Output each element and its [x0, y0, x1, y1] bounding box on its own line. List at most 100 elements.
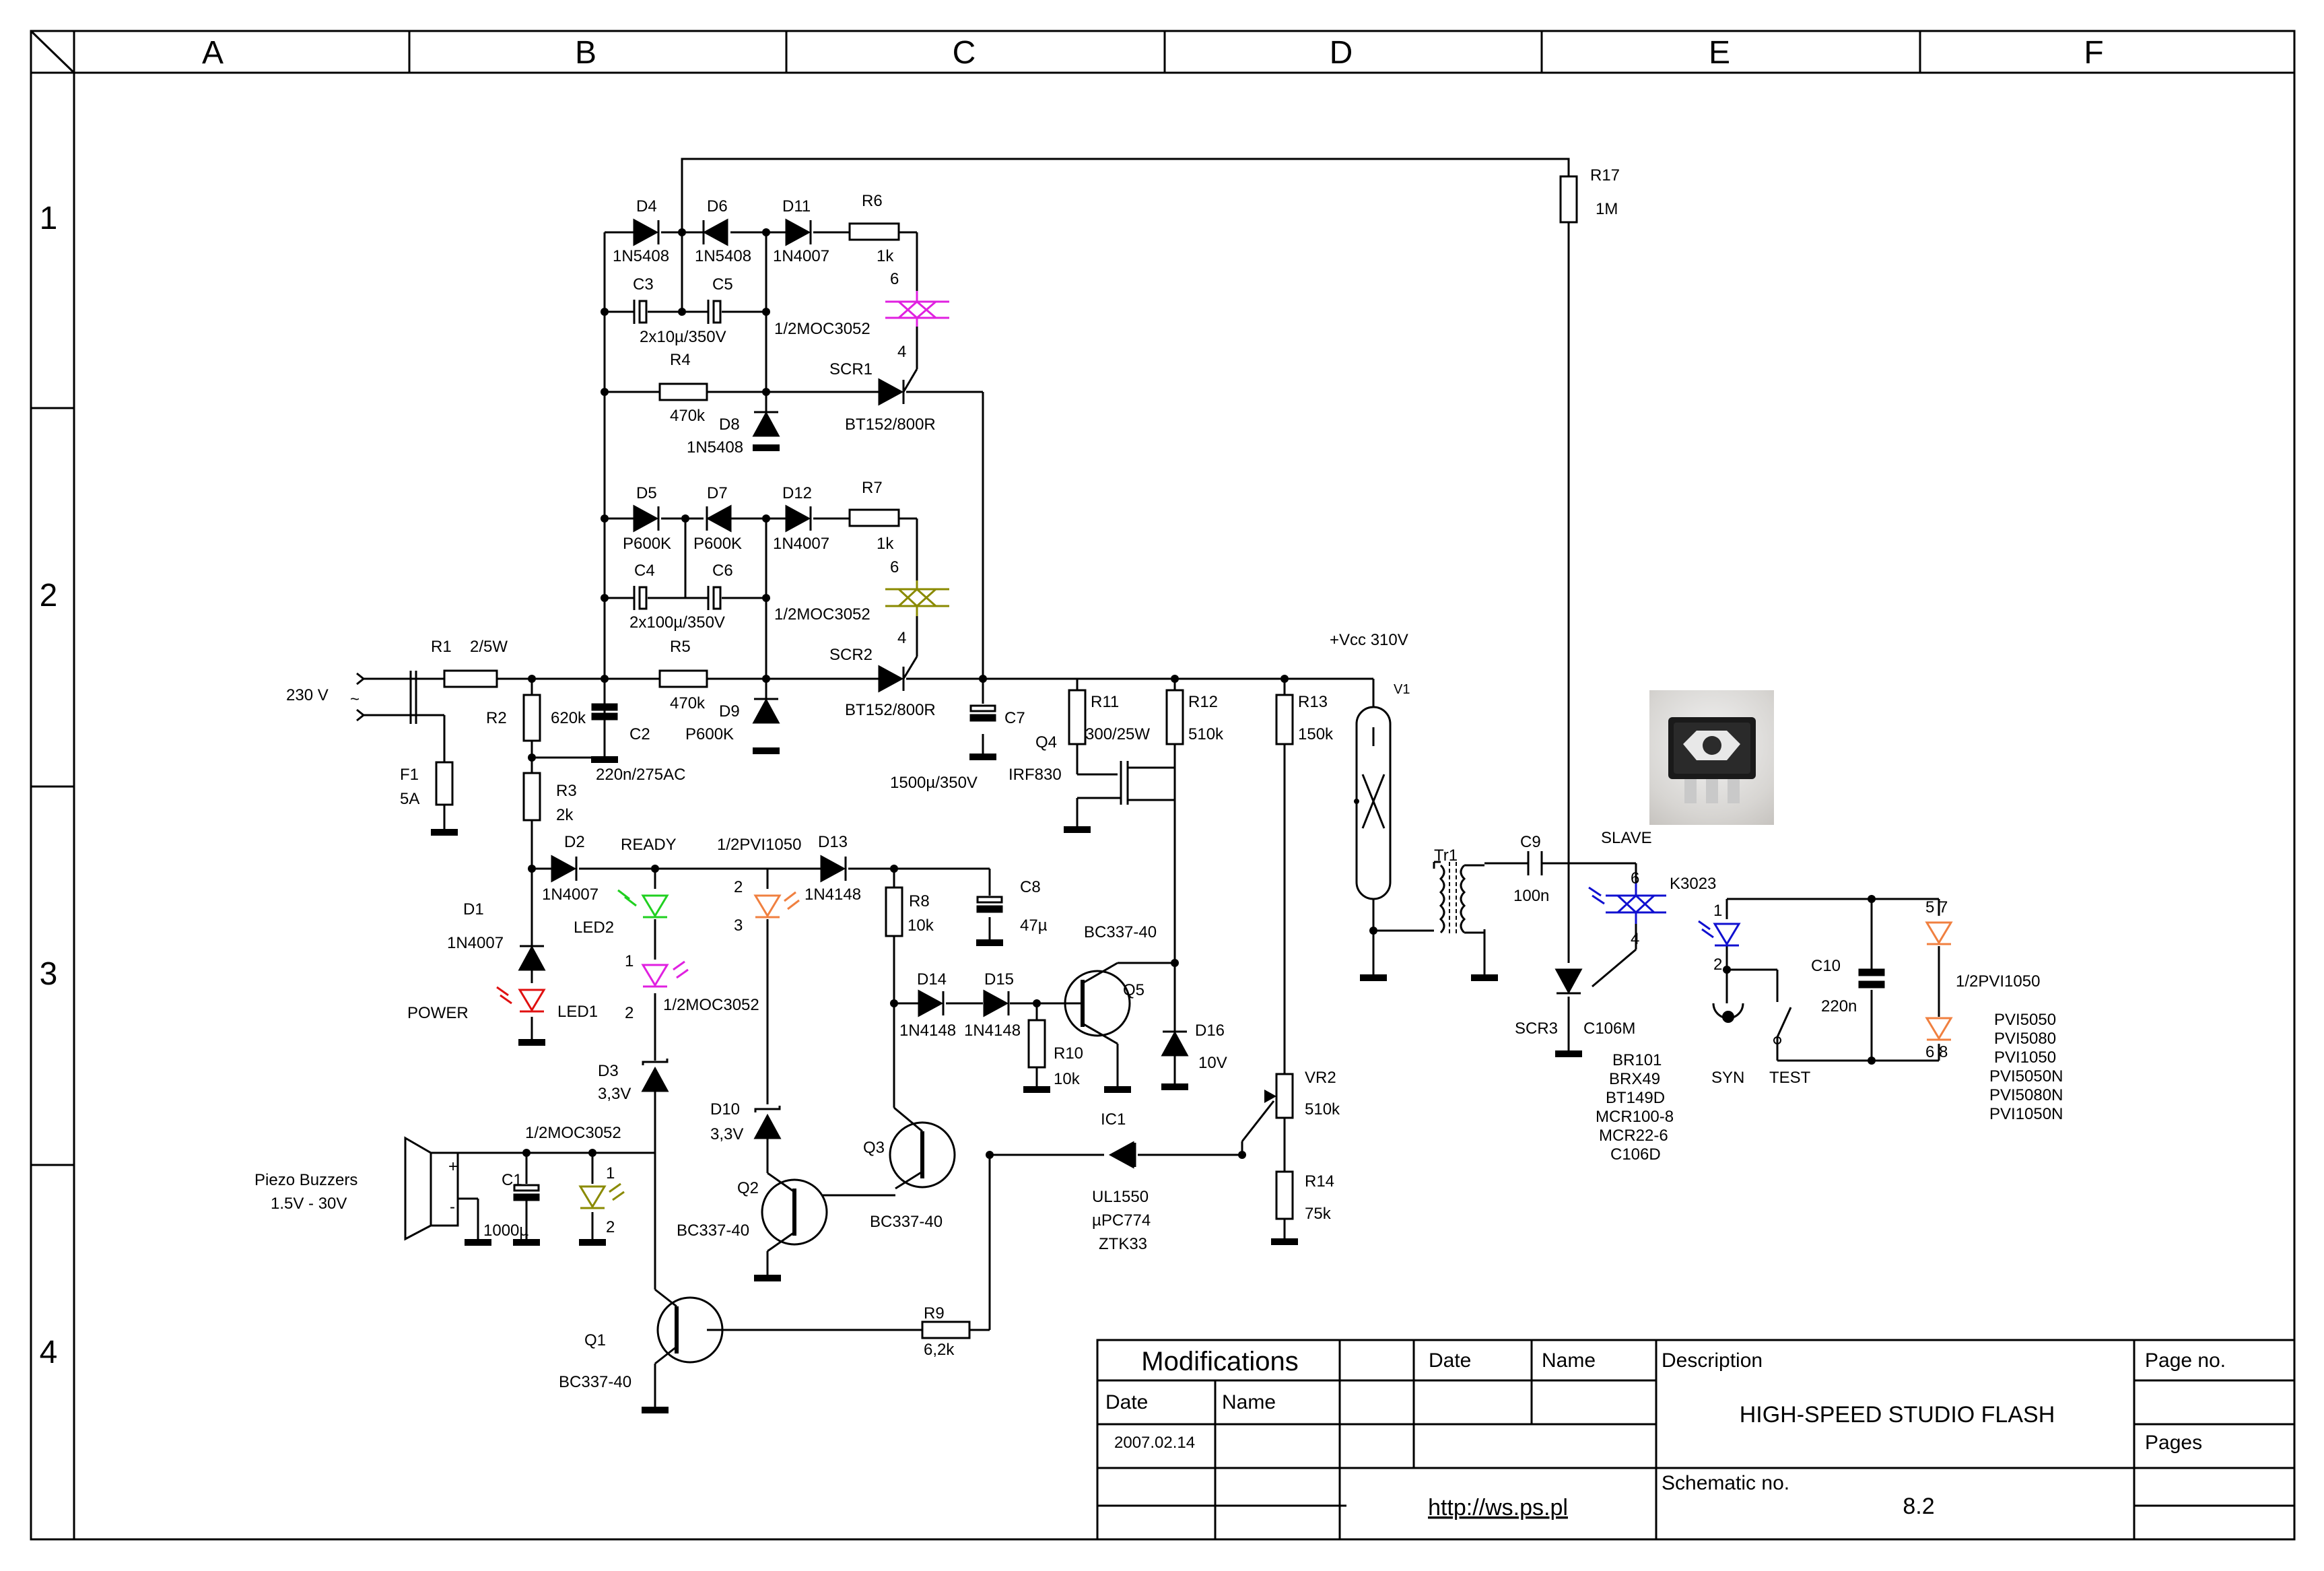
- column-label-a: A: [202, 35, 224, 71]
- pvi2-pins-68: 6 8: [1925, 1043, 1948, 1061]
- r5-label: R5: [670, 638, 691, 656]
- tb-mod-date: 2007.02.14: [1114, 1434, 1195, 1452]
- r2-label: R2: [486, 709, 507, 727]
- d7-value: P600K: [693, 535, 742, 553]
- vr2-label: VR2: [1305, 1069, 1336, 1087]
- q1-value: BC337-40: [559, 1373, 631, 1391]
- r4-value: 470k: [670, 407, 706, 425]
- thyristors: [878, 368, 918, 693]
- modifications-header: Modifications: [1141, 1347, 1298, 1376]
- r17-value: 1M: [1596, 200, 1618, 218]
- scr3-value: C106M: [1583, 1020, 1635, 1038]
- c9-label: C9: [1520, 833, 1541, 851]
- d3-value: 3,3V: [598, 1085, 631, 1103]
- r3-label: R3: [556, 782, 577, 800]
- pvi-alt-2: PVI5080: [1994, 1030, 2056, 1048]
- d16-value: 10V: [1198, 1054, 1227, 1072]
- scr-alt-4: MCR100-8: [1596, 1108, 1674, 1126]
- wires: [364, 158, 1940, 1407]
- d3-label: D3: [598, 1062, 619, 1080]
- r9-label: R9: [924, 1304, 945, 1323]
- diodes: [518, 218, 1583, 1169]
- tb-pages-header: Pages: [2145, 1432, 2202, 1454]
- moc3052-led: [641, 960, 689, 988]
- c4-c6-value: 2x100µ/350V: [629, 613, 725, 632]
- d15-value: 1N4148: [964, 1022, 1021, 1040]
- r7-label: R7: [862, 479, 883, 497]
- c2-label: C2: [629, 725, 650, 743]
- r11-label: R11: [1091, 693, 1119, 711]
- tb-schematic-no-header: Schematic no.: [1662, 1472, 1789, 1494]
- svg-text:-: -: [450, 1198, 455, 1216]
- scr2-value: BT152/800R: [845, 701, 936, 719]
- led2-label: LED2: [574, 918, 614, 937]
- pvi-alt-4: PVI5050N: [1989, 1067, 2063, 1085]
- led2-ready: [617, 889, 669, 918]
- scr-alt-2: BRX49: [1609, 1070, 1660, 1088]
- d11-label: D11: [782, 197, 811, 215]
- d13-value: 1N4148: [805, 885, 861, 904]
- d15-label: D15: [984, 970, 1014, 989]
- pvi2-label: 1/2PVI1050: [1956, 972, 2040, 991]
- k3023-label: K3023: [1670, 875, 1716, 893]
- power-label: POWER: [407, 1004, 469, 1022]
- r17-label: R17: [1590, 166, 1620, 185]
- r6-label: R6: [862, 192, 883, 210]
- q4-label: Q4: [1035, 733, 1057, 751]
- r1-value: 2/5W: [470, 638, 508, 656]
- pvi2-pins-57: 5 7: [1925, 898, 1948, 916]
- v1-label: V1: [1394, 682, 1410, 697]
- q3-value: BC337-40: [870, 1213, 943, 1231]
- tb-date-header: Date: [1429, 1349, 1471, 1372]
- title-block: [1096, 1339, 2296, 1541]
- k3023-led: [1698, 920, 1741, 947]
- d14-value: 1N4148: [899, 1022, 956, 1040]
- d2-value: 1N4007: [542, 885, 599, 904]
- q1-label: Q1: [584, 1331, 606, 1349]
- r8-value: 10k: [908, 916, 934, 935]
- moc3-pin2: 2: [625, 1004, 634, 1022]
- resistors: [435, 175, 1578, 1339]
- website-link[interactable]: http://ws.ps.pl: [1428, 1495, 1568, 1520]
- c2-value: 220n/275AC: [596, 766, 685, 784]
- ic-package-icon: [1668, 717, 1756, 803]
- pvi1-pin3: 3: [734, 916, 743, 935]
- d12-label: D12: [782, 484, 812, 502]
- r11-value: 300/25W: [1085, 725, 1150, 743]
- scr-alt-5: MCR22-6: [1599, 1127, 1668, 1145]
- k3023-triac: [1588, 882, 1666, 924]
- r13-label: R13: [1298, 693, 1328, 711]
- r10-value: 10k: [1054, 1070, 1081, 1088]
- d5-label: D5: [636, 484, 657, 502]
- moc3052-led-2: [578, 1182, 625, 1209]
- r9-value: 6,2k: [924, 1341, 955, 1359]
- c8-value: 47µ: [1020, 916, 1048, 935]
- tb-page-no-header: Page no.: [2145, 1349, 2226, 1372]
- led-pin1: 1: [1713, 902, 1722, 920]
- q2-label: Q2: [737, 1179, 759, 1197]
- scr-alt-3: BT149D: [1606, 1089, 1665, 1107]
- mains-voltage: 230 V: [286, 686, 329, 704]
- svg-text:+: +: [448, 1158, 458, 1176]
- r10-label: R10: [1054, 1044, 1083, 1063]
- c5-label: C5: [712, 275, 733, 294]
- d11-value: 1N4007: [773, 247, 829, 265]
- c10-value: 220n: [1821, 997, 1857, 1015]
- vr2-value: 510k: [1305, 1100, 1340, 1118]
- pvi1-pin2: 2: [734, 878, 743, 896]
- c1-value: 1000µ: [483, 1222, 528, 1240]
- ic1-value-1: UL1550: [1092, 1188, 1149, 1206]
- f1-value: 5A: [400, 790, 419, 808]
- drawing-frame: [30, 30, 2296, 1541]
- r5-value: 470k: [670, 694, 706, 712]
- d1-label: D1: [463, 900, 484, 918]
- test-label: TEST: [1769, 1069, 1811, 1087]
- pvi1-label: 1/2PVI1050: [717, 836, 801, 854]
- r3-value: 2k: [556, 806, 574, 824]
- pvi-alt-5: PVI5080N: [1989, 1086, 2063, 1104]
- scr-alt-6: C106D: [1610, 1145, 1661, 1164]
- piezo-voltage: 1.5V - 30V: [271, 1195, 347, 1213]
- c8-label: C8: [1020, 878, 1041, 896]
- r1-label: R1: [431, 638, 452, 656]
- d16-label: D16: [1195, 1022, 1225, 1040]
